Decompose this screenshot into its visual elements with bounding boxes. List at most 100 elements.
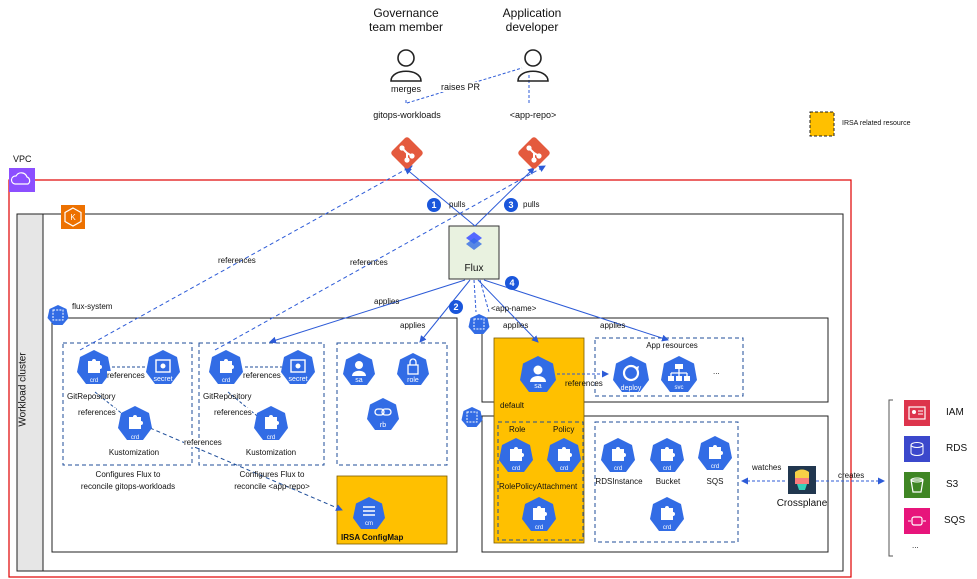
flux-system-namespace [51,317,458,553]
bucket-crd-icon [650,438,684,472]
bucket-label: Bucket [655,477,681,486]
governance-title-line2: team member [368,20,444,34]
group1-caption-2: reconcile gitops-workloads [80,482,176,491]
eks-icon: K [61,205,85,229]
step-1-text: pulls [449,200,466,209]
applies-top-label: applies [374,297,400,306]
group1-kcrd-label: crd [130,435,140,441]
flux-system-ns-icon [47,305,69,325]
policy-crd-icon [547,438,581,472]
rpa-crd-icon [522,497,556,531]
watches-label: watches [752,463,782,472]
group1-box [62,342,193,466]
default-label: default [500,401,525,410]
group2-caption-2: reconcile <app-repo> [234,482,310,491]
svg-text:K: K [70,213,76,222]
rds-label: RDS [946,443,968,454]
group3-role-icon [397,353,429,385]
group2-crd-icon [209,350,243,384]
s3-label: S3 [946,479,959,490]
iam-label: IAM [946,407,964,418]
gitops-repo-label: gitops-workloads [373,110,441,120]
bucket-crd-label: crd [662,466,672,472]
extra-crd-icon [650,497,684,531]
developer-title-line1: Application [502,6,562,20]
governance-user-icon [390,49,422,82]
governance-title-line1: Governance [373,6,439,20]
extra-crd-label: crd [662,525,672,531]
creates-label: creates [838,471,865,480]
group2-box [198,342,325,466]
iam-icon [904,400,930,426]
rpa-label: RolePolicyAttachment [499,482,578,491]
app-namespace-upper [481,317,829,403]
deploy-label: deploy [620,385,642,392]
references-mid-label: references [350,258,388,267]
configmap-label: IRSA ConfigMap [341,533,404,542]
default-ns-icon [461,407,483,427]
applies-app-res-label: applies [600,321,626,330]
configmap-icon-label: cm [365,521,373,527]
group1-references-a: references [107,371,145,380]
app-repo-git-icon [518,137,550,169]
group1-kustomization-label: Kustomization [108,448,160,457]
sqs-crd-label: crd [710,464,720,470]
rds-crd-label: crd [613,466,623,472]
crossplane-label: Crossplane [776,498,828,509]
app-resources-label: App resources [646,341,698,350]
cluster-label: Workload cluster [17,352,29,427]
flux-system-label: flux-system [72,302,113,311]
rds-instance-label: RDSInstance [595,477,643,486]
policy-crd-label: crd [559,466,569,472]
flux-label: Flux [464,263,484,274]
group2-secret-label: secret [288,376,308,383]
svc-icon [661,356,697,392]
group1-references-b: references [78,408,116,417]
references-left-label: references [218,256,256,265]
configmap-icon [353,497,385,529]
developer-title-line2: developer [505,20,559,34]
app-resources-ellipsis: ... [713,367,720,376]
step-4-badge: 4 [505,276,519,290]
group1-kustomization-icon [118,406,152,440]
group2-crd-label: crd [221,378,231,384]
legend-swatch [809,111,835,137]
aws-more-label: ... [912,541,919,550]
step-3-text: pulls [523,200,540,209]
aws-crds-box [594,421,739,543]
role-crd-label: crd [511,466,521,472]
sqs-label: SQS [706,477,724,486]
group1-gitrepo-label: GitRepository [67,392,116,401]
references-sa-label: references [565,379,603,388]
group2-references-a: references [243,371,281,380]
group1-caption-1: Configures Flux to [95,470,161,479]
app-resources-box [594,337,744,397]
group3-sa-icon [343,353,375,385]
group1-secret-icon [146,350,180,384]
app-ns-icon [468,314,490,334]
app-repo-label: <app-repo> [509,110,557,120]
step-2-badge: 2 [449,300,463,314]
rds-icon [904,436,930,462]
group3-sa-label: sa [355,377,363,384]
applies-app-ns-label: applies [503,321,529,330]
app-namespace-lower [481,415,829,553]
group2-kcrd-label: crd [266,435,276,441]
gitops-git-icon [391,137,423,169]
step-3-badge: 3 [504,198,518,212]
group2-kustomization-icon [254,406,288,440]
rds-crd-icon [601,438,635,472]
iam-crds-box [497,421,584,541]
group1-crd-icon [77,350,111,384]
cluster-side-bar [16,213,44,572]
svc-label: svc [674,385,684,391]
sqs-crd-icon [698,436,732,470]
group2-references-c: references [184,438,222,447]
applies-flux-ns-label: applies [400,321,426,330]
role-header: Role [509,425,526,434]
vpc-label: VPC [13,154,32,164]
step-1-badge: 1 [427,198,441,212]
vpc-icon [9,168,35,192]
app-name-label: <app-name> [491,304,537,313]
